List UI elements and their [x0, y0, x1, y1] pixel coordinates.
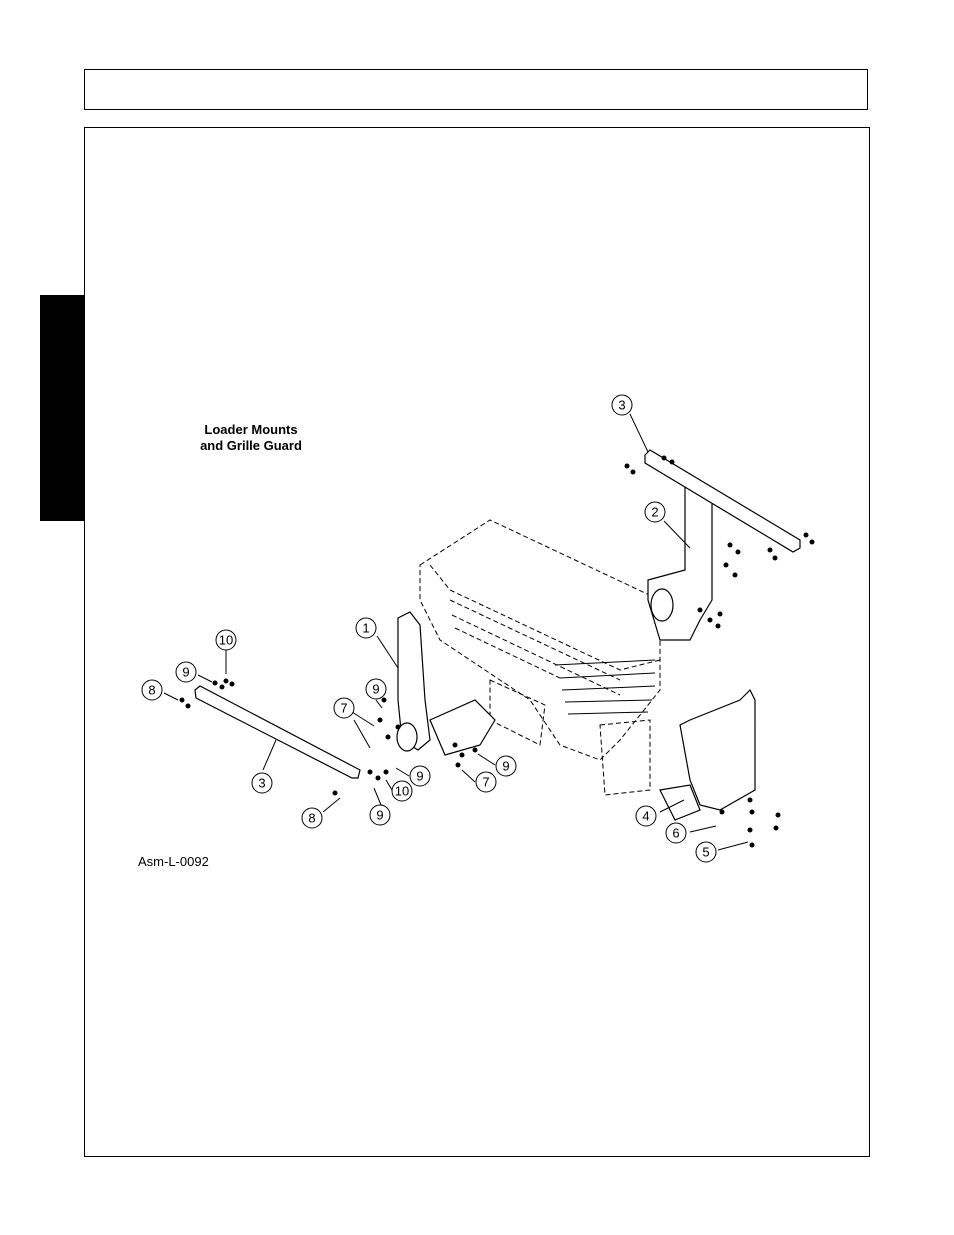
tractor-hood-outline [420, 520, 660, 795]
svg-text:8: 8 [308, 811, 315, 826]
callout-3-right: 3 [612, 395, 632, 415]
callout-10-upper: 10 [216, 630, 236, 650]
svg-text:10: 10 [395, 784, 409, 799]
svg-text:9: 9 [182, 665, 189, 680]
grille-guard [660, 690, 755, 820]
figure-caption-line2: and Grille Guard [190, 438, 312, 454]
svg-text:4: 4 [642, 809, 649, 824]
svg-text:2: 2 [651, 505, 658, 520]
svg-text:9: 9 [372, 682, 379, 697]
svg-text:9: 9 [502, 759, 509, 774]
callout-9-right: 9 [496, 756, 516, 776]
right-loader-mount [648, 475, 712, 640]
callout-4: 4 [636, 806, 656, 826]
callout-5: 5 [696, 842, 716, 862]
figure-caption-line1: Loader Mounts [190, 422, 312, 438]
drawing-id: Asm-L-0092 [138, 854, 209, 869]
callout-9-right-mid: 9 [410, 766, 430, 786]
callout-9-upper-left: 9 [176, 662, 196, 682]
svg-text:6: 6 [672, 826, 679, 841]
left-frame-bar [195, 686, 360, 778]
callout-9-lower: 9 [370, 805, 390, 825]
callout-8-lower: 8 [302, 808, 322, 828]
callout-9-mid: 9 [366, 679, 386, 699]
svg-text:8: 8 [148, 683, 155, 698]
svg-text:7: 7 [340, 701, 347, 716]
left-loader-mount [397, 612, 495, 755]
svg-text:1: 1 [362, 621, 369, 636]
svg-text:3: 3 [258, 776, 265, 791]
svg-text:9: 9 [416, 769, 423, 784]
svg-text:7: 7 [482, 775, 489, 790]
svg-text:10: 10 [219, 633, 233, 648]
callout-2: 2 [645, 502, 665, 522]
svg-text:3: 3 [618, 398, 625, 413]
callout-7-right: 7 [476, 772, 496, 792]
callout-10-lower: 10 [392, 781, 412, 801]
figure-caption: Loader Mounts and Grille Guard [190, 422, 312, 454]
callout-3-left: 3 [252, 773, 272, 793]
callout-7-left: 7 [334, 698, 354, 718]
svg-text:5: 5 [702, 845, 709, 860]
callout-6: 6 [666, 823, 686, 843]
svg-text:9: 9 [376, 808, 383, 823]
callout-1: 1 [356, 618, 376, 638]
right-frame-bar [645, 450, 800, 552]
callout-8-upper: 8 [142, 680, 162, 700]
